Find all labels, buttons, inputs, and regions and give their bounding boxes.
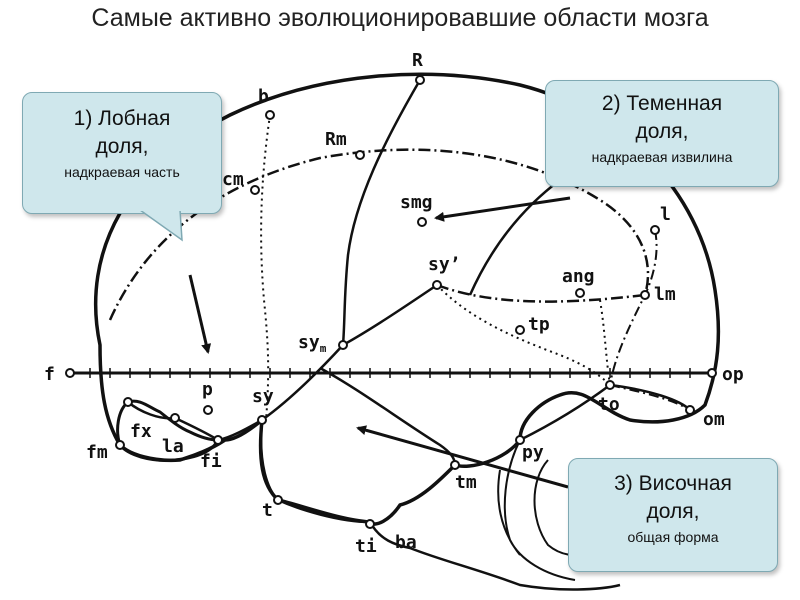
label-p: p	[202, 379, 213, 400]
baseline-ticks	[89, 368, 691, 378]
point-to	[605, 380, 615, 390]
sulcus-sym-tm	[319, 366, 457, 466]
point-om	[685, 405, 695, 415]
callout-parietal-lobe: 2) Теменная доля, надкраевая извилина	[545, 80, 779, 187]
point-ti	[365, 519, 375, 529]
point-fx	[123, 397, 133, 407]
intraparietal-sulcus	[468, 179, 561, 296]
label-py: py	[522, 442, 544, 463]
point-ang	[575, 288, 585, 298]
label-syprime: sy’	[428, 254, 461, 275]
label-la: la	[162, 436, 184, 457]
arrow-parietal	[434, 196, 571, 222]
label-fm: fm	[86, 442, 108, 463]
sulcus-t-tm	[278, 465, 455, 500]
callout-temporal-title-line1: 3) Височная	[614, 472, 732, 495]
point-Rm	[355, 150, 365, 160]
point-op	[707, 368, 717, 378]
label-l: l	[660, 204, 671, 225]
dashdot-to-om	[609, 384, 691, 411]
callout-temporal-subtitle: общая форма	[627, 529, 719, 545]
callout-frontal-lobe: 1) Лобная доля, надкраевая часть	[22, 92, 222, 214]
point-tp	[515, 325, 525, 335]
point-fm	[115, 440, 125, 450]
label-op: op	[722, 364, 744, 385]
point-syprime	[432, 280, 442, 290]
label-om: om	[703, 409, 725, 430]
callout-parietal-title-line2: доля,	[635, 120, 689, 143]
label-cm: cm	[222, 169, 244, 190]
point-t	[273, 495, 283, 505]
point-smg	[417, 217, 427, 227]
callout-temporal-title-line2: доля,	[646, 500, 700, 523]
landmark-points	[65, 75, 717, 529]
dashdot-arc-upper	[108, 148, 650, 321]
label-smg: smg	[400, 192, 433, 213]
arrow-temporal	[356, 425, 569, 489]
label-fx: fx	[130, 421, 152, 442]
point-la	[170, 413, 180, 423]
label-ang: ang	[562, 266, 595, 287]
point-lm	[640, 290, 650, 300]
label-tp: tp	[528, 314, 550, 335]
dotted-syprime-to	[436, 284, 611, 386]
label-ti: ti	[355, 536, 377, 557]
point-cm	[250, 185, 260, 195]
label-b: b	[258, 86, 269, 107]
central-sulcus	[341, 79, 422, 346]
dashdot-l-lm-to	[609, 229, 658, 386]
page-title: Самые активно эволюционировавшие области…	[91, 4, 709, 32]
callout-frontal-subtitle: надкраевая часть	[64, 164, 180, 180]
label-t: t	[262, 500, 273, 521]
point-sym	[338, 340, 348, 350]
point-b	[265, 110, 275, 120]
label-lm: lm	[654, 284, 676, 305]
callout-frontal-tail	[140, 205, 200, 242]
point-tm	[450, 460, 460, 470]
point-sy	[257, 415, 267, 425]
point-R	[415, 75, 425, 85]
callout-parietal-subtitle: надкраевая извилина	[591, 149, 733, 165]
label-sy: sy	[252, 386, 274, 407]
point-py	[515, 435, 525, 445]
label-tm: tm	[455, 472, 477, 493]
sylvian-fissure	[261, 283, 438, 422]
label-f: f	[44, 364, 55, 385]
dotted-b-sy	[260, 114, 271, 421]
callout-temporal-lobe: 3) Височная доля, общая форма	[568, 458, 778, 572]
frontal-inner-line	[127, 401, 263, 442]
label-to: to	[598, 394, 620, 415]
point-f	[65, 368, 75, 378]
callout-frontal-title-line1: 1) Лобная	[73, 107, 171, 130]
arrow-frontal	[188, 274, 212, 354]
label-R: R	[412, 50, 423, 71]
point-p	[203, 405, 213, 415]
callout-frontal-title-line2: доля,	[95, 135, 149, 158]
label-fi: fi	[200, 451, 222, 472]
callout-parietal-title-line1: 2) Теменная	[601, 92, 723, 115]
label-sym: sym	[298, 332, 327, 355]
label-ba: ba	[395, 532, 417, 553]
brain-outline	[93, 72, 721, 526]
point-l	[650, 225, 660, 235]
label-Rm: Rm	[325, 129, 347, 150]
point-fi	[213, 435, 223, 445]
dashdot-syprime-lm	[436, 283, 646, 303]
